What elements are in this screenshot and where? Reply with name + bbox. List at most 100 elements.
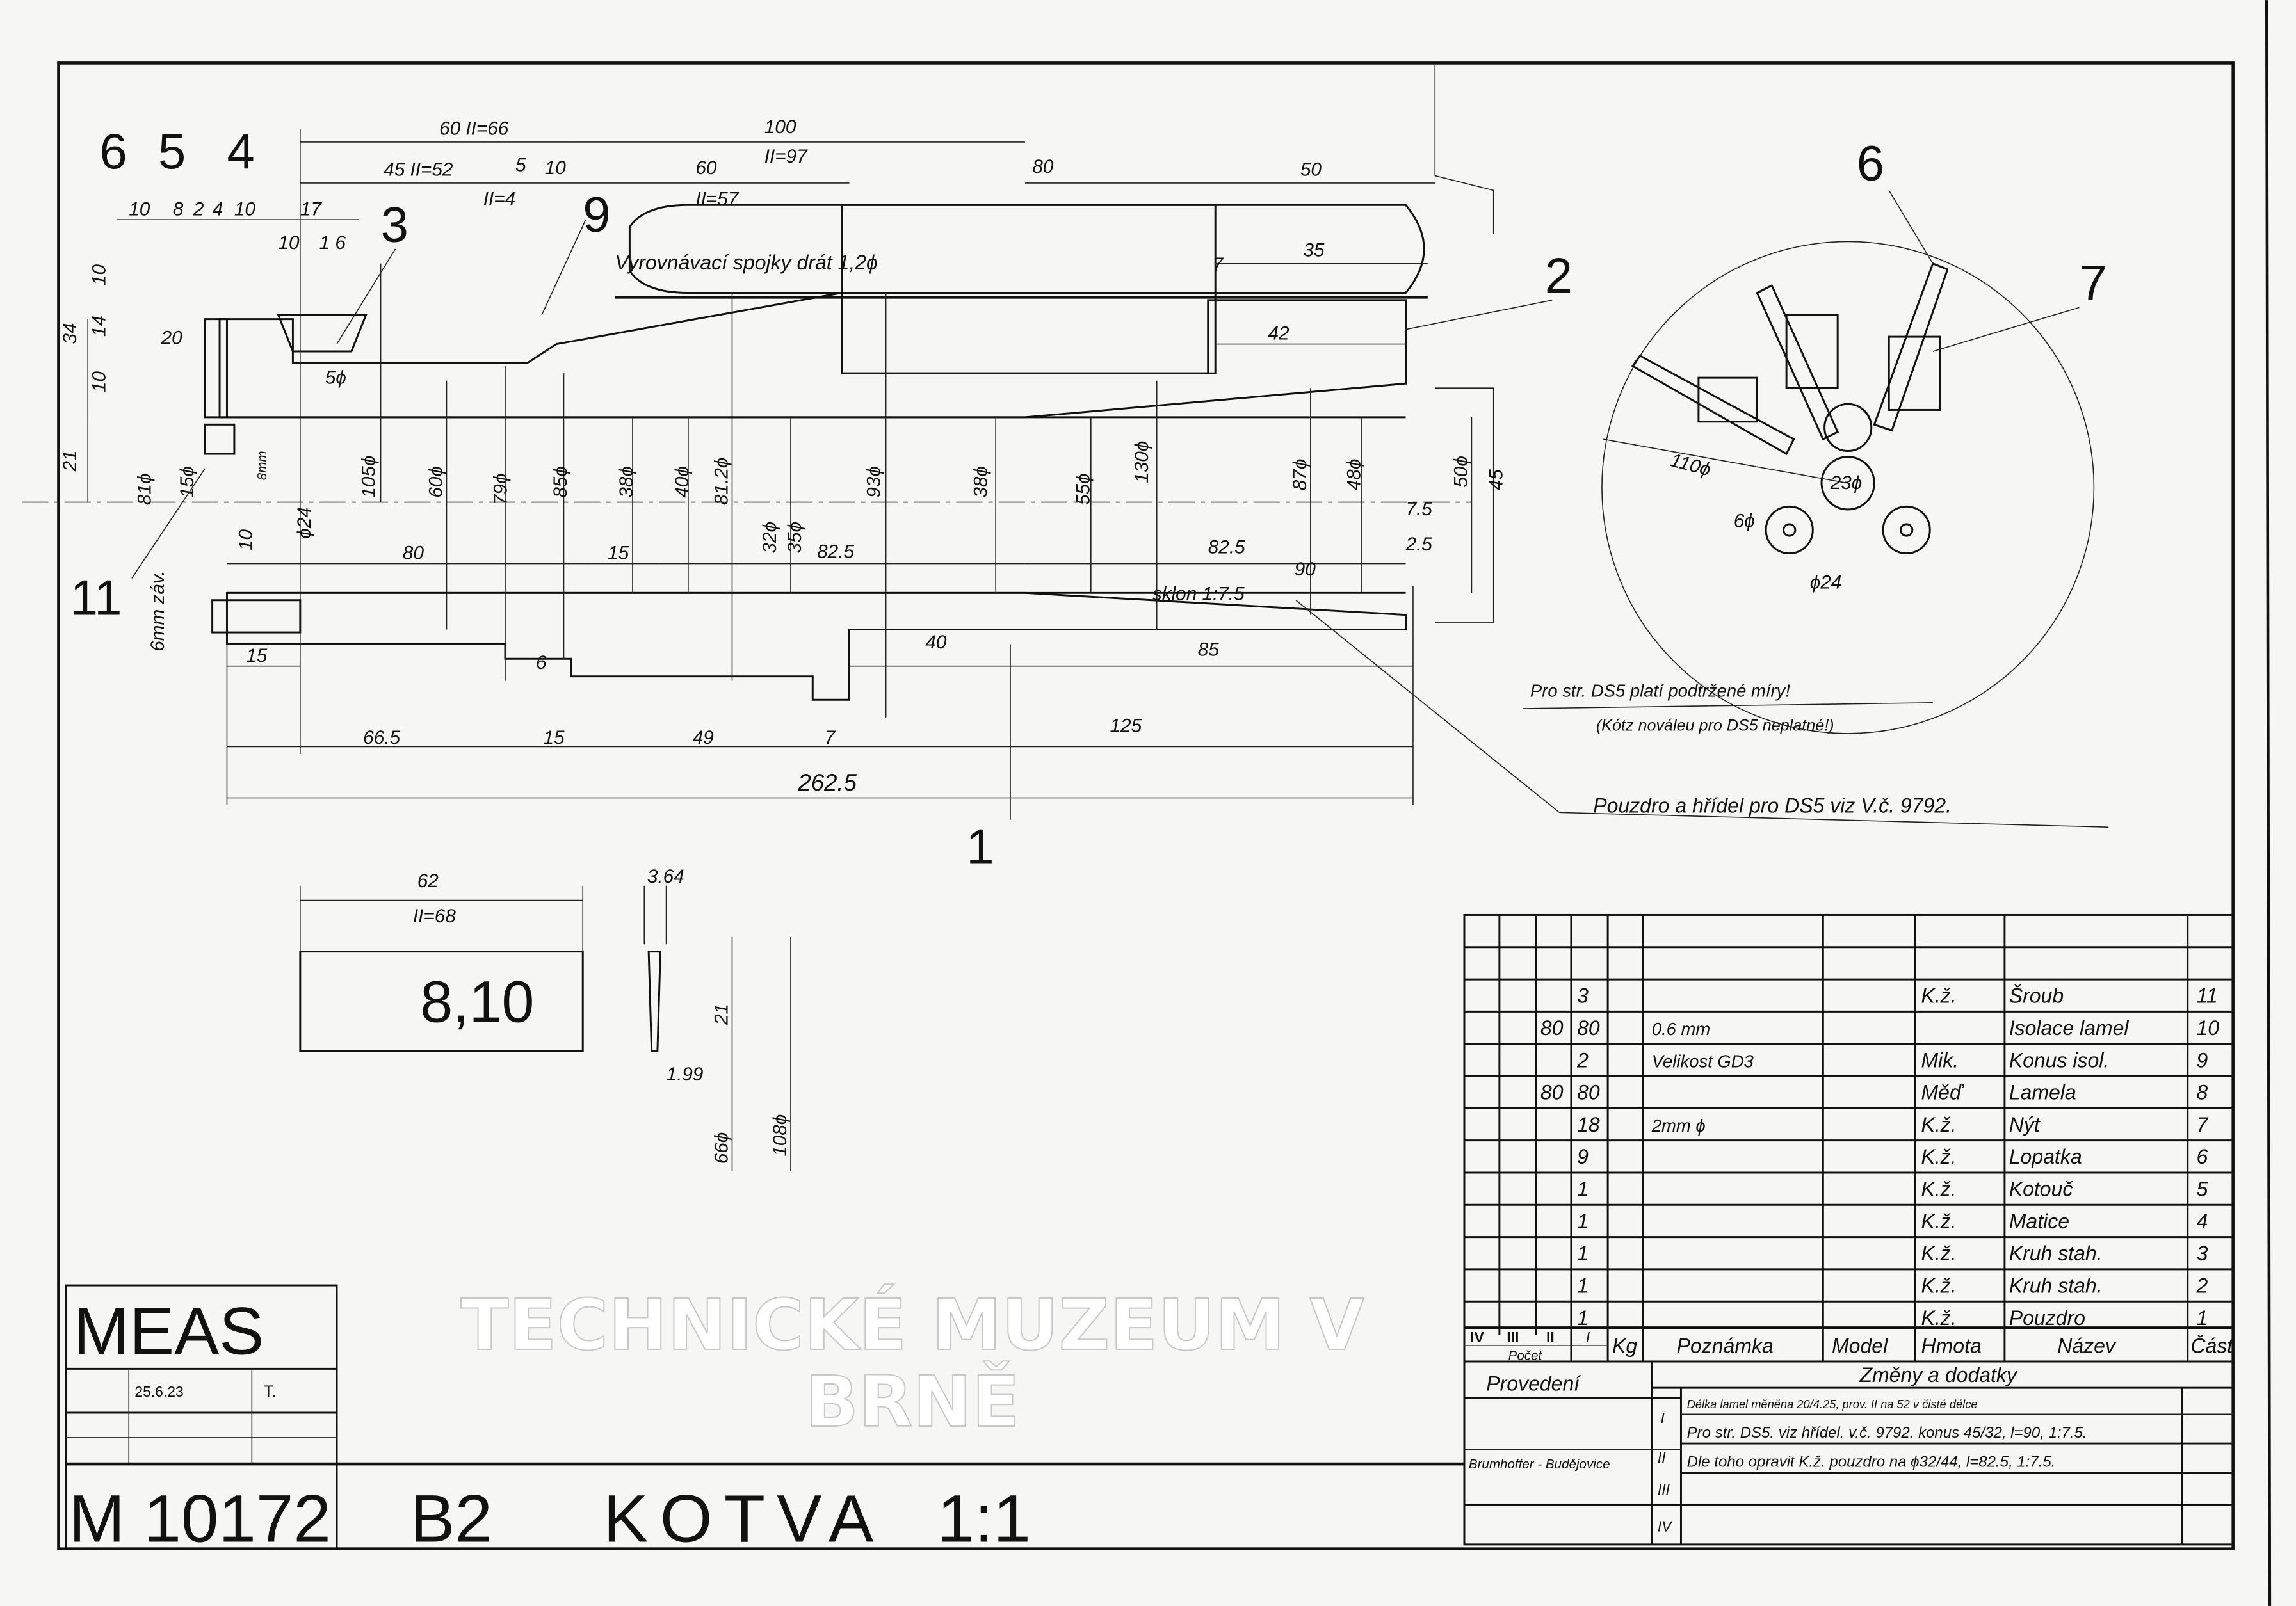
dim-text: 80 (1032, 156, 1054, 177)
dim-text: 40 (925, 632, 947, 653)
dim-text: 85 (1198, 639, 1220, 661)
dimension-lines (87, 129, 1473, 805)
cell-hmota: Měď (1921, 1081, 1965, 1104)
dim-text: 35ϕ (784, 522, 805, 554)
leader-lines (131, 219, 2109, 828)
header-i: I (1586, 1329, 1590, 1345)
header-nazev: Název (2057, 1334, 2117, 1357)
header-iv: IV (1470, 1329, 1484, 1345)
changes-title: Změny a dodatky (1859, 1363, 2017, 1386)
dim-text: 2.5 (1405, 534, 1433, 555)
dim-text: 105ϕ (358, 456, 379, 498)
dim-text: 55ϕ (1073, 474, 1094, 506)
dim-text: 15 (543, 727, 565, 748)
dim-text: 60 (695, 157, 717, 179)
cell-cast: 6 (2196, 1145, 2208, 1168)
dim-text: 79ϕ (490, 474, 511, 506)
dim-text: II=4 (483, 188, 515, 209)
sleeve-upper-section (218, 291, 1407, 419)
cell-cast: 1 (2196, 1306, 2208, 1329)
change-index-i: I (1660, 1409, 1665, 1426)
dim-text: 1.99 (667, 1064, 704, 1085)
part-label-1: 1 (966, 819, 994, 874)
dim-text: 15 (608, 543, 629, 564)
dim-text: 10 (89, 264, 110, 286)
part-label-4: 4 (227, 124, 254, 179)
cell-i: 1 (1577, 1306, 1589, 1329)
dim-text: 5ϕ (325, 367, 346, 388)
dim-text: ϕ24 (294, 507, 315, 539)
end-disc (204, 318, 228, 419)
dim-text: 125 (1110, 716, 1142, 737)
cell-i: 1 (1577, 1274, 1589, 1297)
cell-hmota: K.ž. (1921, 1210, 1957, 1233)
watermark: TECHNICKÉ MUZEUM V BRNĚ (460, 1284, 1364, 1443)
dim-text: 40ϕ (672, 466, 693, 498)
cell-hmota: K.ž. (1921, 1274, 1957, 1297)
thread (211, 599, 302, 634)
cell-i: 9 (1577, 1145, 1589, 1168)
dim-text: 81ϕ (134, 474, 156, 506)
change-index-ii: II (1658, 1449, 1666, 1466)
lamela-detail: 62 II=68 3.64 21 1.99 66ϕ 108ϕ 8,10 (299, 866, 791, 1171)
dim-text: sklon 1:7.5 (1152, 584, 1245, 605)
cell-i: 80 (1577, 1016, 1600, 1040)
changes-grid (1463, 1360, 2235, 1546)
dim-text: 10 (234, 198, 256, 220)
cell-hmota: K.ž. (1921, 984, 1957, 1008)
cell-ii: 80 (1540, 1081, 1564, 1104)
cell-nazev: Kotouč (2009, 1178, 2073, 1201)
dim-text: 38ϕ (970, 466, 991, 498)
change-line-1: Délka lamel měněna 20/4.25, prov. II na … (1687, 1397, 1978, 1411)
dim-text: 49 (693, 727, 714, 748)
cell-cast: 9 (2196, 1048, 2208, 1072)
parts-table-header: IV III II I Počet Kg Poznámka Model Hmot… (1470, 1329, 2233, 1363)
cell-i: 1 (1577, 1178, 1589, 1201)
end-view-dimensions: 110ϕ 23ϕ 6ϕ ϕ24 (1668, 449, 1862, 593)
dim-text: 4 (213, 198, 223, 220)
provedeni-label: Provedení (1486, 1372, 1581, 1395)
title-block-grid (65, 1284, 1464, 1551)
part-number-labels: 6 5 4 3 9 2 1 11 6 7 (70, 124, 2107, 874)
cell-hmota: K.ž. (1921, 1145, 1957, 1168)
dim-text: 82.5 (1208, 537, 1245, 558)
dim-text: 93ϕ (863, 466, 884, 498)
dim-text: 110ϕ (1668, 449, 1713, 480)
screw (204, 423, 236, 455)
dim-text: 21 (60, 450, 81, 472)
dim-text: 6mm záv. (147, 570, 168, 652)
cell-ii: 80 (1540, 1016, 1564, 1040)
dim-text: 60ϕ (426, 466, 447, 498)
cell-i: 1 (1577, 1210, 1589, 1233)
dim-text: 10 (235, 529, 256, 550)
change-line-3: Dle toho opravit K.ž. pouzdro na ϕ32/44,… (1687, 1454, 2056, 1471)
cell-nazev: Isolace lamel (2009, 1016, 2130, 1040)
dim-text: 50ϕ (1451, 456, 1472, 488)
drawing-notes: Pro str. DS5 platí podtržené míry! (Kótz… (1530, 681, 1952, 817)
cell-hmota: K.ž. (1921, 1178, 1957, 1201)
dim-text: 6 (536, 652, 547, 673)
commutator-bar (628, 204, 1425, 294)
dim-text: ϕ24 (1810, 572, 1842, 593)
dim-text: 82.5 (817, 541, 854, 562)
dim-text: 108ϕ (770, 1114, 791, 1157)
sheet-size: B2 (410, 1481, 492, 1556)
part-label-3: 3 (381, 197, 408, 252)
dim-text: 87ϕ (1289, 459, 1311, 491)
dim-text: 10 (89, 371, 110, 392)
dim-text: 45 (1485, 469, 1507, 491)
dim-text: 130ϕ (1131, 441, 1152, 483)
cell-nazev: Matice (2009, 1210, 2069, 1233)
cell-cast: 5 (2196, 1178, 2208, 1201)
cell-cast: 10 (2196, 1016, 2219, 1040)
dim-text: 17 (300, 198, 323, 220)
dim-text: 8mm (255, 451, 270, 480)
cell-cast: 11 (2196, 984, 2217, 1008)
dim-text: 20 (161, 328, 183, 349)
